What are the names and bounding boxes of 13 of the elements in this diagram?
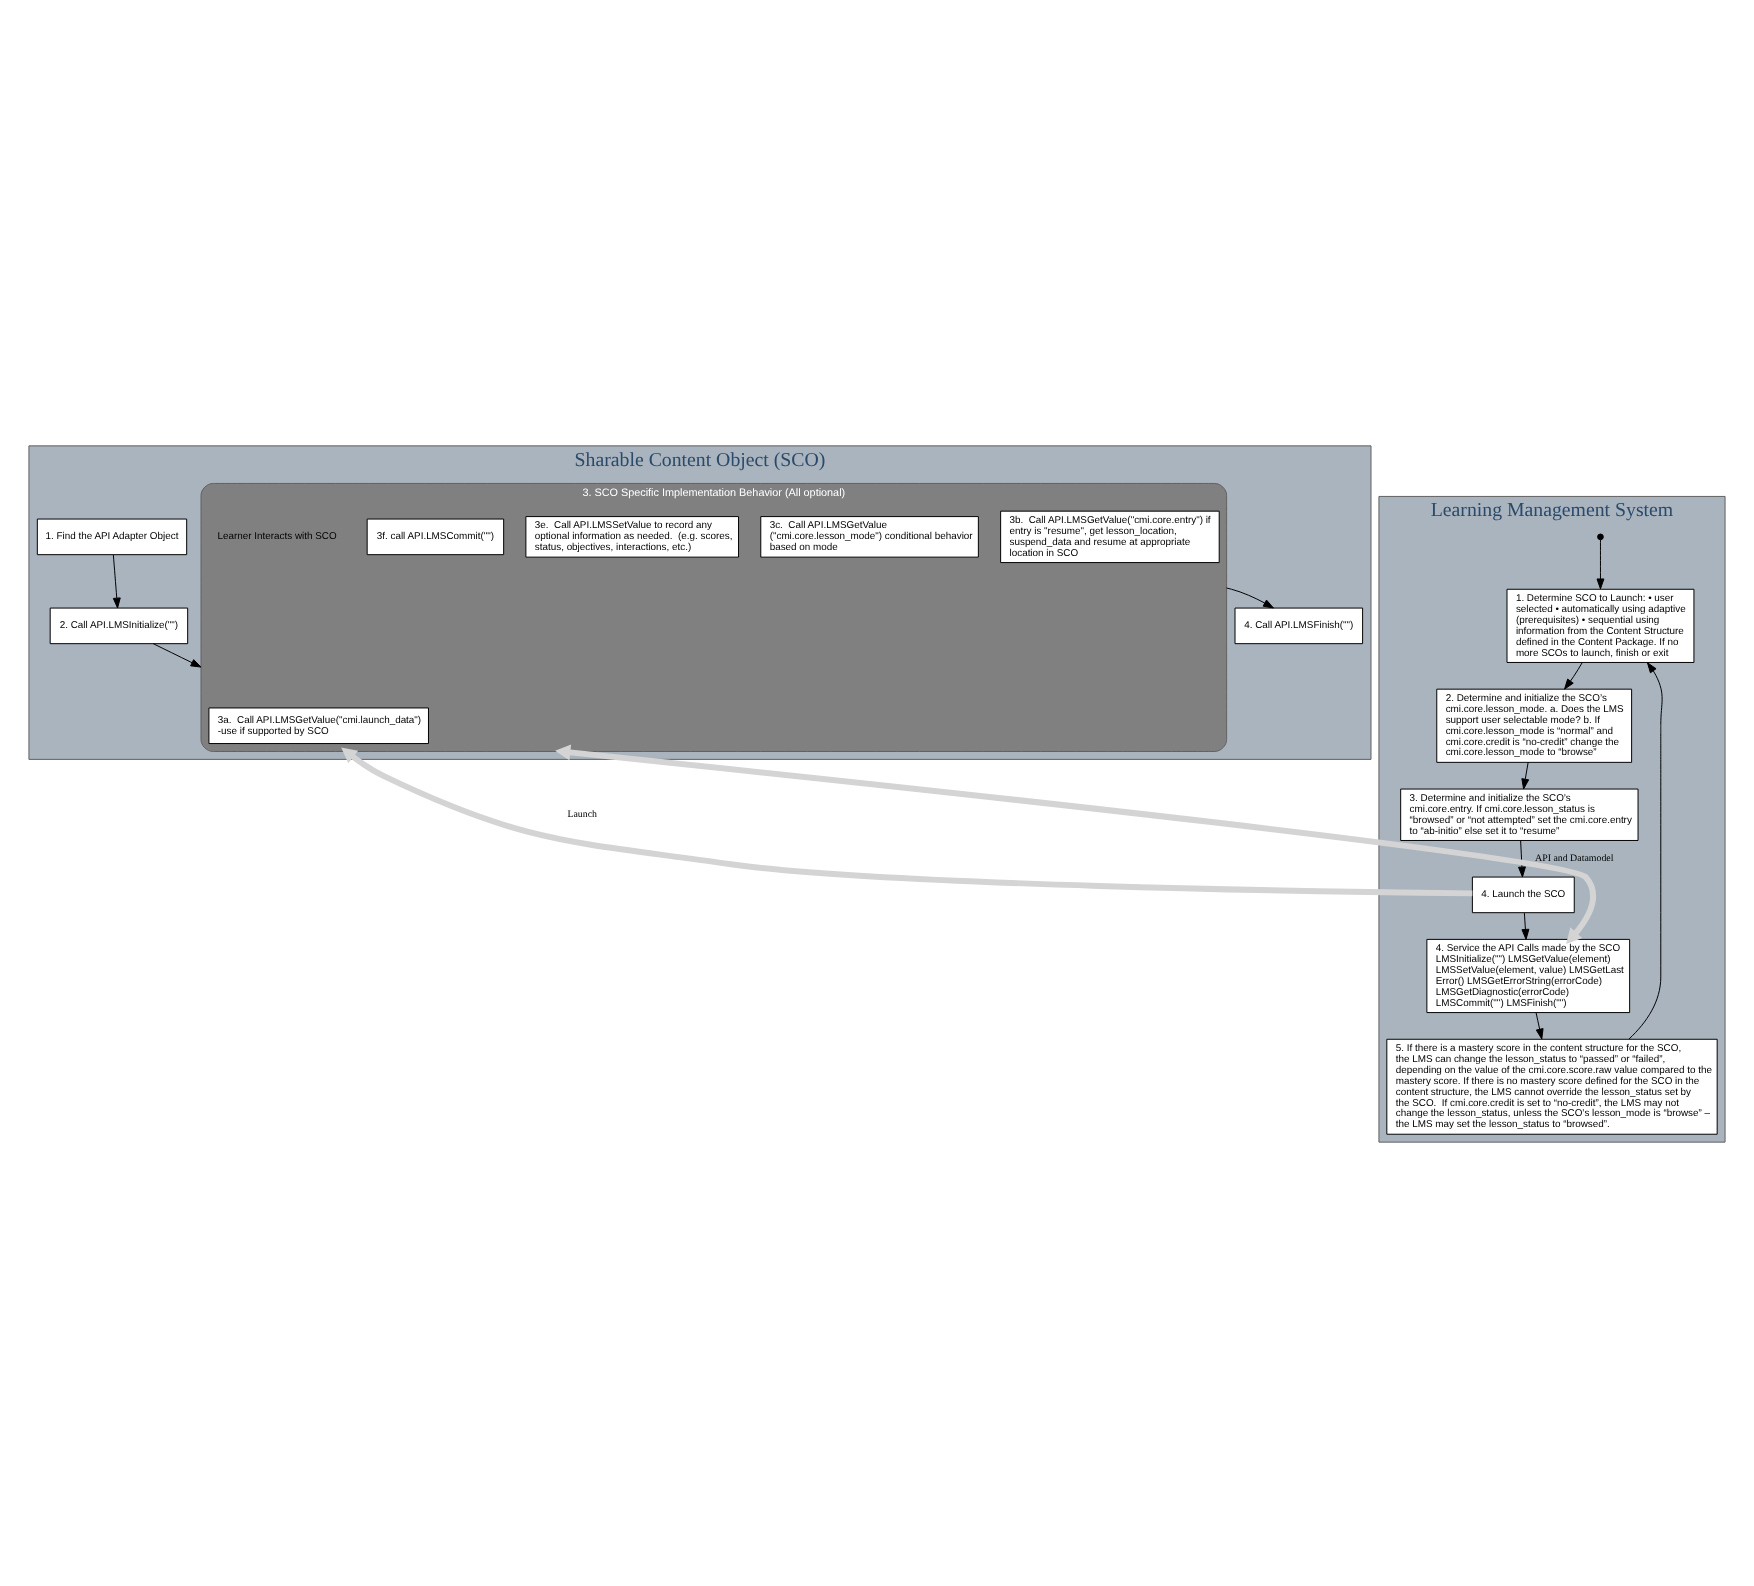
arrow xyxy=(1518,839,1526,877)
arrow xyxy=(1521,760,1530,789)
arrow xyxy=(555,743,1596,944)
arrow xyxy=(1596,538,1605,589)
arrow xyxy=(1628,661,1663,1039)
node-circle xyxy=(1597,532,1604,540)
arrow xyxy=(152,642,202,667)
arrow xyxy=(112,553,121,608)
arrow xyxy=(341,746,1473,896)
arrow xyxy=(1521,911,1530,939)
arrow xyxy=(1226,586,1274,608)
arrow xyxy=(1564,661,1583,689)
arrow xyxy=(1535,1011,1544,1039)
